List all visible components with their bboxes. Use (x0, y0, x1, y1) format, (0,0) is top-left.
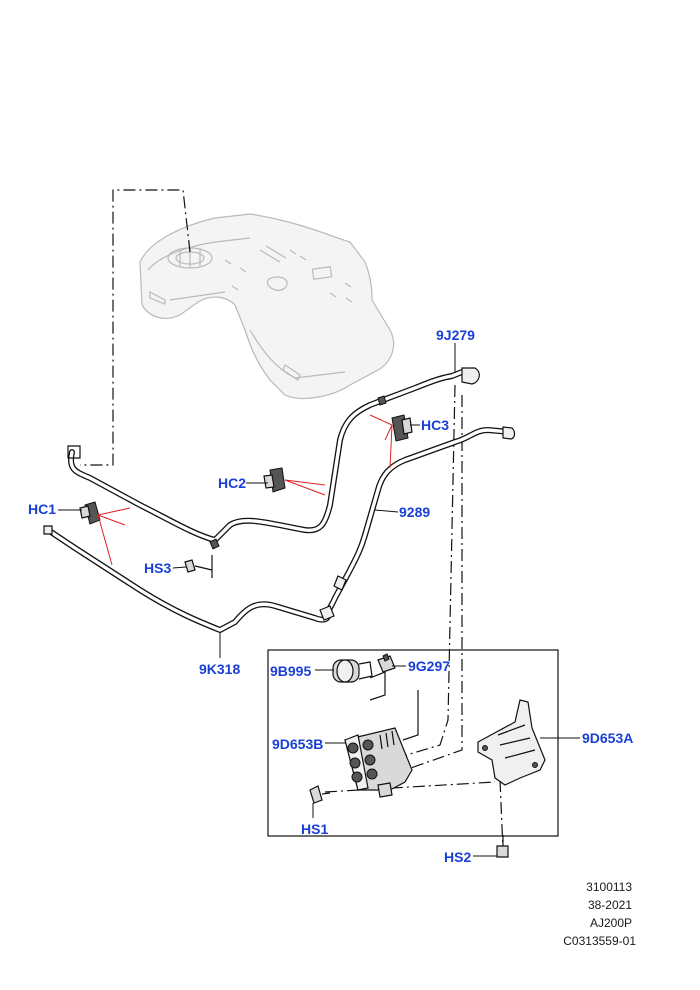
ref-line-1: 3100113 (586, 880, 632, 894)
ref-line-2: 38-2021 (588, 898, 632, 912)
hose-9k318 (43, 525, 335, 633)
label-9g297: 9G297 (408, 658, 450, 674)
routing-lines (80, 189, 504, 851)
fuel-tank (139, 213, 395, 400)
connector-9g297 (377, 653, 396, 673)
clip-hc3 (391, 414, 413, 442)
canister-9d653b (344, 727, 413, 798)
ref-line-4: C0313559-01 (563, 934, 636, 948)
clip-hc1 (79, 501, 101, 525)
bolt-hs1 (309, 785, 331, 804)
label-hs3: HS3 (144, 560, 171, 576)
label-9b995: 9B995 (270, 663, 311, 679)
ref-line-3: AJ200P (590, 916, 632, 930)
label-9289: 9289 (399, 504, 430, 520)
label-hc1: HC1 (28, 501, 56, 517)
reference-block: 3100113 38-2021 AJ200P C0313559-01 (563, 880, 636, 948)
label-hs2: HS2 (444, 849, 471, 865)
label-9j279: 9J279 (436, 327, 475, 343)
label-hc3: HC3 (421, 417, 449, 433)
label-hc2: HC2 (218, 475, 246, 491)
bracket-9d653a (477, 699, 546, 786)
red-leaders (97, 414, 393, 566)
bolt-hs3 (184, 555, 213, 578)
label-9d653b: 9D653B (272, 736, 323, 752)
hose-9289 (324, 426, 516, 618)
hose-9j279 (67, 367, 480, 550)
canister-group-box (267, 649, 559, 837)
label-9k318: 9K318 (199, 661, 240, 677)
callout-labels: 9J279 HC3 HC2 HC1 9289 HS3 9K318 9B995 9… (28, 327, 633, 865)
bolt-hs2 (496, 835, 509, 858)
callout-leaders (58, 343, 580, 857)
label-9d653a: 9D653A (582, 730, 633, 746)
label-hs1: HS1 (301, 821, 328, 837)
filter-9b995 (332, 659, 373, 683)
clip-hc2 (263, 467, 286, 493)
